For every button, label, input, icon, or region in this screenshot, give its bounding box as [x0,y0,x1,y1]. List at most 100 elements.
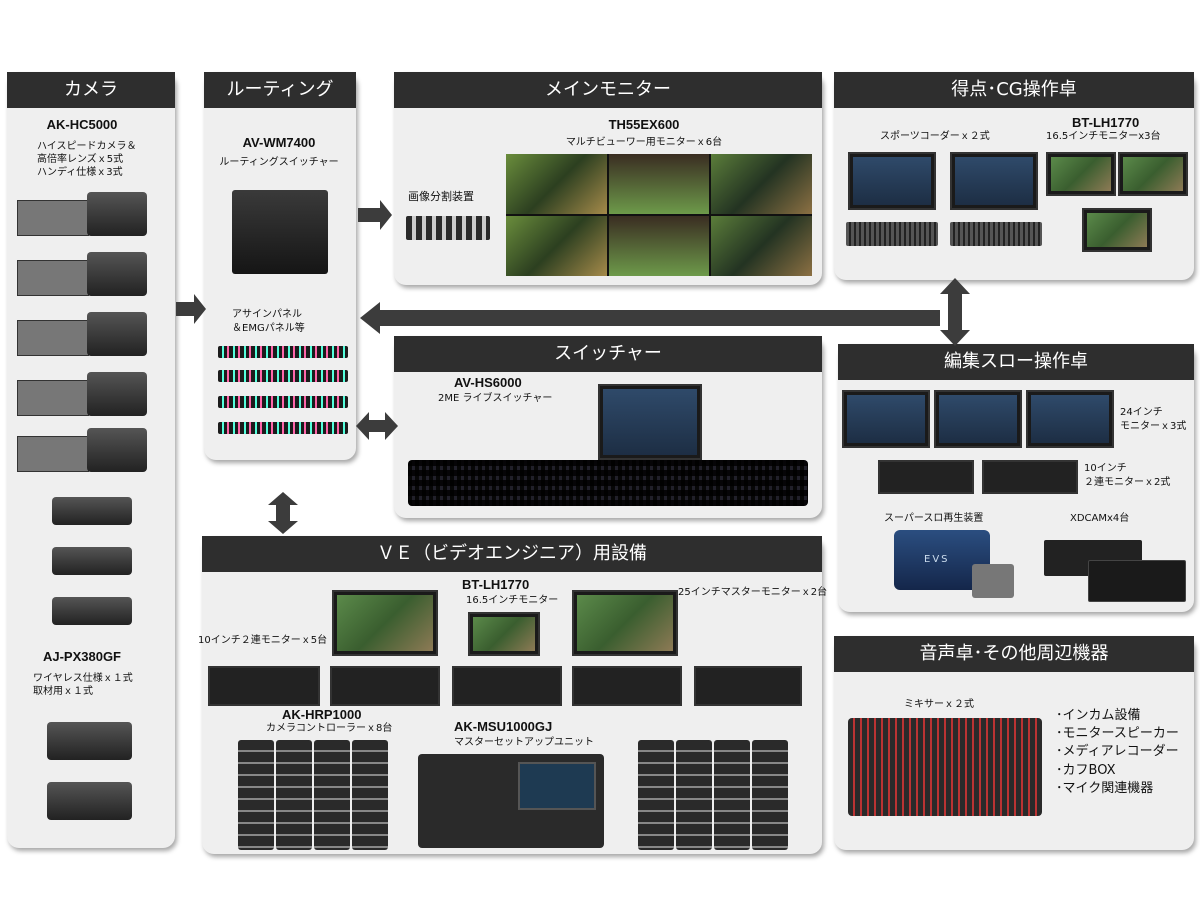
ve-dual-monitor-1 [208,666,320,706]
score-cg-panel: 得点･CG操作卓 スポーツコーダーｘ２式 BT-LH1770 16.5インチモニ… [834,72,1194,280]
edit-slow-header: 編集スロー操作卓 [838,344,1194,380]
ve-dual-monitor-2 [330,666,440,706]
edit-monitor-10-1 [878,460,974,494]
ve-header: ＶＥ（ビデオエンジニア）用設備 [202,536,822,572]
audio-item-1: ･インカム設備 [1056,708,1141,723]
assign-panel-2 [218,370,348,382]
edit-mon10-label-1: 10インチ [1084,463,1127,474]
ve-mon10-label: 10インチ２連モニターｘ5台 [198,635,328,646]
ve-master-monitor-2 [572,590,678,656]
switcher-header: スイッチャー [394,336,822,372]
switcher-panel: スイッチャー AV-HS6000 2ME ライブスイッチャー [394,336,822,518]
arrow-score-to-routing [360,302,940,334]
camera-controller-8 [752,740,788,850]
score-lh1770-1 [1046,152,1116,196]
keyboard-1 [846,222,938,246]
camera-controller-1 [238,740,274,850]
camera-controller-2 [276,740,312,850]
score-monitor-model: BT-LH1770 [1072,115,1140,130]
xdcam-deck-2 [1088,560,1186,602]
mixer-label: ミキサーｘ２式 [904,699,974,710]
camera-model-hc5000: AK-HC5000 [46,117,118,132]
switcher-desc: 2ME ライブスイッチャー [438,393,553,404]
keyboard-2 [950,222,1042,246]
score-monitor-desc: 16.5インチモニターx3台 [1046,131,1161,142]
ve-dual-monitor-5 [694,666,802,706]
splitter-label: 画像分割装置 [408,190,474,203]
ve-bt-model: BT-LH1770 [462,577,530,592]
arrow-score-edit-vertical [940,278,970,346]
main-monitor-model: TH55EX600 [608,117,680,132]
arrow-routing-switcher [356,412,398,440]
assign-panel-4 [218,422,348,434]
camera-controller-6 [676,740,712,850]
main-monitor-panel: メインモニター TH55EX600 マルチビューワー用モニターｘ6台 画像分割装… [394,72,822,285]
ve-msu-model: AK-MSU1000GJ [454,719,553,734]
evs-device: EVS [894,530,990,590]
audio-header: 音声卓･その他周辺機器 [834,636,1194,672]
sports-coder-label: スポーツコーダーｘ２式 [880,131,990,142]
camera-controller-3 [314,740,350,850]
camera-header: カメラ [7,72,175,108]
camera-desc-5: 取材用ｘ１式 [33,686,93,697]
evs-remote [972,564,1014,598]
edit-mon24-label-2: モニターｘ3式 [1120,421,1187,432]
score-lh1770-2 [1118,152,1188,196]
switcher-model: AV-HS6000 [454,375,522,390]
main-monitor-desc: マルチビューワー用モニターｘ6台 [565,137,723,148]
master-setup-unit [418,754,604,848]
studio-camera-group [17,182,167,482]
ve-master-monitor-1 [332,590,438,656]
arrow-routing-to-monitor [358,200,392,230]
ve-mon25-label: 25インチマスターモニターｘ2台 [678,587,828,598]
edit-mon10-label-2: ２連モニターｘ2式 [1084,477,1171,488]
routing-switcher-device [232,190,328,274]
camera-desc-4: ワイヤレス仕様ｘ１式 [33,673,133,684]
audio-item-5: ･マイク関連機器 [1056,781,1154,796]
arrow-camera-to-routing [176,294,206,324]
routing-desc: ルーティングスイッチャー [219,157,339,168]
ve-dual-monitor-4 [572,666,682,706]
score-cg-header: 得点･CG操作卓 [834,72,1194,108]
ve-bt-lh1770-monitor [468,612,540,656]
evs-logo: EVS [924,554,950,565]
assign-panel-label-1: アサインパネル [232,309,302,320]
arrow-routing-ve [268,492,298,534]
ve-bt-desc: 16.5インチモニター [466,595,559,606]
multiviewer-wall [506,154,812,276]
ve-hrp-desc: カメラコントローラーｘ8台 [266,723,393,734]
switcher-control-panel [408,460,808,506]
shoulder-camera-group [37,712,147,832]
camera-desc-1: ハイスピードカメラ＆ [37,141,137,152]
xdcam-label: XDCAMx4台 [1070,513,1130,524]
audio-item-4: ･カフBOX [1056,763,1116,778]
ve-msu-desc: マスターセットアップユニット [454,737,594,748]
ve-panel: ＶＥ（ビデオエンジニア）用設備 10インチ２連モニターｘ5台 BT-LH1770… [198,536,827,854]
main-monitor-header: メインモニター [394,72,822,108]
switcher-touch-panel [598,384,702,460]
sports-coder-monitor-2 [950,152,1038,210]
edit-monitor-10-2 [982,460,1078,494]
camera-desc-3: ハンディ仕様ｘ3式 [37,167,123,178]
camera-model-px380: AJ-PX380GF [42,649,122,664]
audio-item-2: ･モニタースピーカー [1056,726,1179,741]
edit-monitor-24-3 [1026,390,1114,448]
slow-player-label: スーパースロ再生装置 [884,513,984,524]
edit-mon24-label-1: 24インチ [1120,407,1163,418]
handy-camera-group [32,487,152,637]
audio-mixer [848,718,1042,816]
audio-item-3: ･メディアレコーダー [1056,744,1179,759]
splitter-device [406,216,490,240]
camera-controller-5 [638,740,674,850]
routing-header: ルーティング [204,72,356,108]
routing-model: AV-WM7400 [242,135,316,150]
assign-panel-3 [218,396,348,408]
edit-monitor-24-1 [842,390,930,448]
assign-panel-1 [218,346,348,358]
camera-panel: カメラ AK-HC5000 ハイスピードカメラ＆ 高倍率レンズｘ5式 ハンディ仕… [7,72,175,848]
camera-controller-7 [714,740,750,850]
sports-coder-monitor-1 [848,152,936,210]
score-lh1770-3 [1082,208,1152,252]
camera-desc-2: 高倍率レンズｘ5式 [37,154,124,165]
edit-slow-panel: 編集スロー操作卓 24インチ モニターｘ3式 10インチ ２連モニターｘ2式 ス… [838,344,1194,612]
